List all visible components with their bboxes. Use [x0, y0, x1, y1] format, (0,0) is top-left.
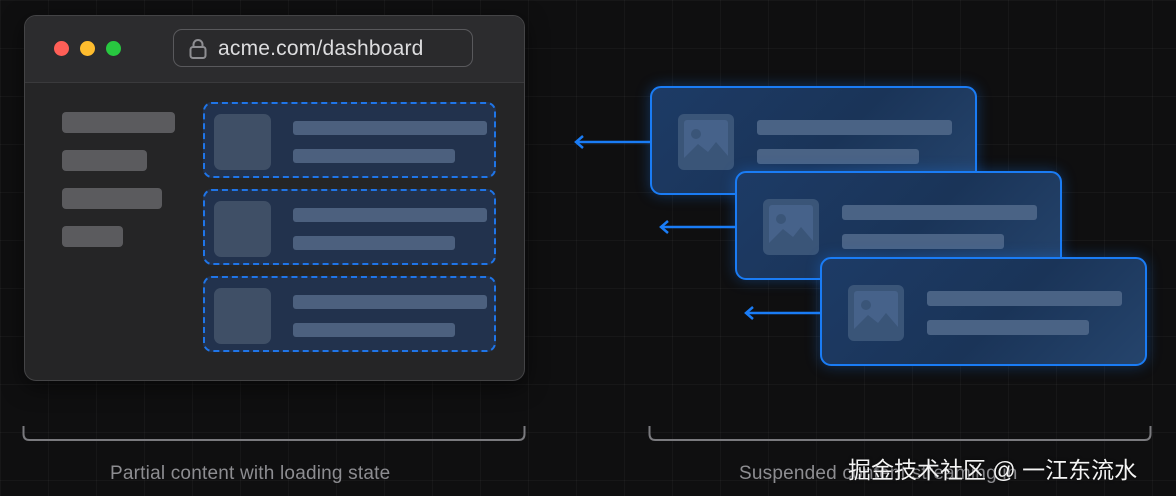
content-line — [842, 234, 1004, 249]
content-line — [842, 205, 1037, 220]
url-text: acme.com/dashboard — [218, 37, 424, 60]
watermark: 掘金技术社区 @ 一江东流水 — [848, 457, 1138, 483]
arrow-left-icon — [659, 220, 737, 234]
arrow-left-icon — [744, 306, 822, 320]
sidebar-placeholder — [62, 188, 162, 209]
skeleton-line — [293, 236, 455, 250]
loading-slot — [203, 189, 496, 265]
browser-window: acme.com/dashboard — [24, 15, 525, 381]
close-window-button[interactable] — [54, 41, 69, 56]
lock-icon — [189, 39, 207, 59]
minimize-window-button[interactable] — [80, 41, 95, 56]
content-line — [927, 291, 1122, 306]
content-line — [757, 149, 919, 164]
skeleton-thumbnail — [214, 288, 271, 344]
left-caption: Partial content with loading state — [110, 463, 391, 484]
sidebar-placeholder — [62, 112, 175, 133]
loading-slot — [203, 276, 496, 352]
browser-titlebar: acme.com/dashboard — [25, 16, 524, 83]
sidebar-placeholder — [62, 226, 123, 247]
skeleton-line — [293, 323, 455, 337]
image-icon — [678, 114, 734, 170]
skeleton-line — [293, 208, 487, 222]
left-bracket — [22, 426, 526, 441]
content-line — [757, 120, 952, 135]
skeleton-line — [293, 295, 487, 309]
sidebar-placeholder — [62, 150, 147, 171]
skeleton-line — [293, 149, 455, 163]
image-icon — [848, 285, 904, 341]
streaming-card — [650, 86, 977, 195]
right-bracket — [648, 426, 1152, 441]
loading-slot — [203, 102, 496, 178]
maximize-window-button[interactable] — [106, 41, 121, 56]
image-icon — [763, 199, 819, 255]
skeleton-thumbnail — [214, 114, 271, 170]
streaming-card — [820, 257, 1147, 366]
address-bar[interactable]: acme.com/dashboard — [173, 29, 473, 67]
arrow-left-icon — [574, 135, 652, 149]
content-line — [927, 320, 1089, 335]
right-caption: Suspended content streaming in — [739, 463, 1018, 484]
skeleton-line — [293, 121, 487, 135]
skeleton-thumbnail — [214, 201, 271, 257]
